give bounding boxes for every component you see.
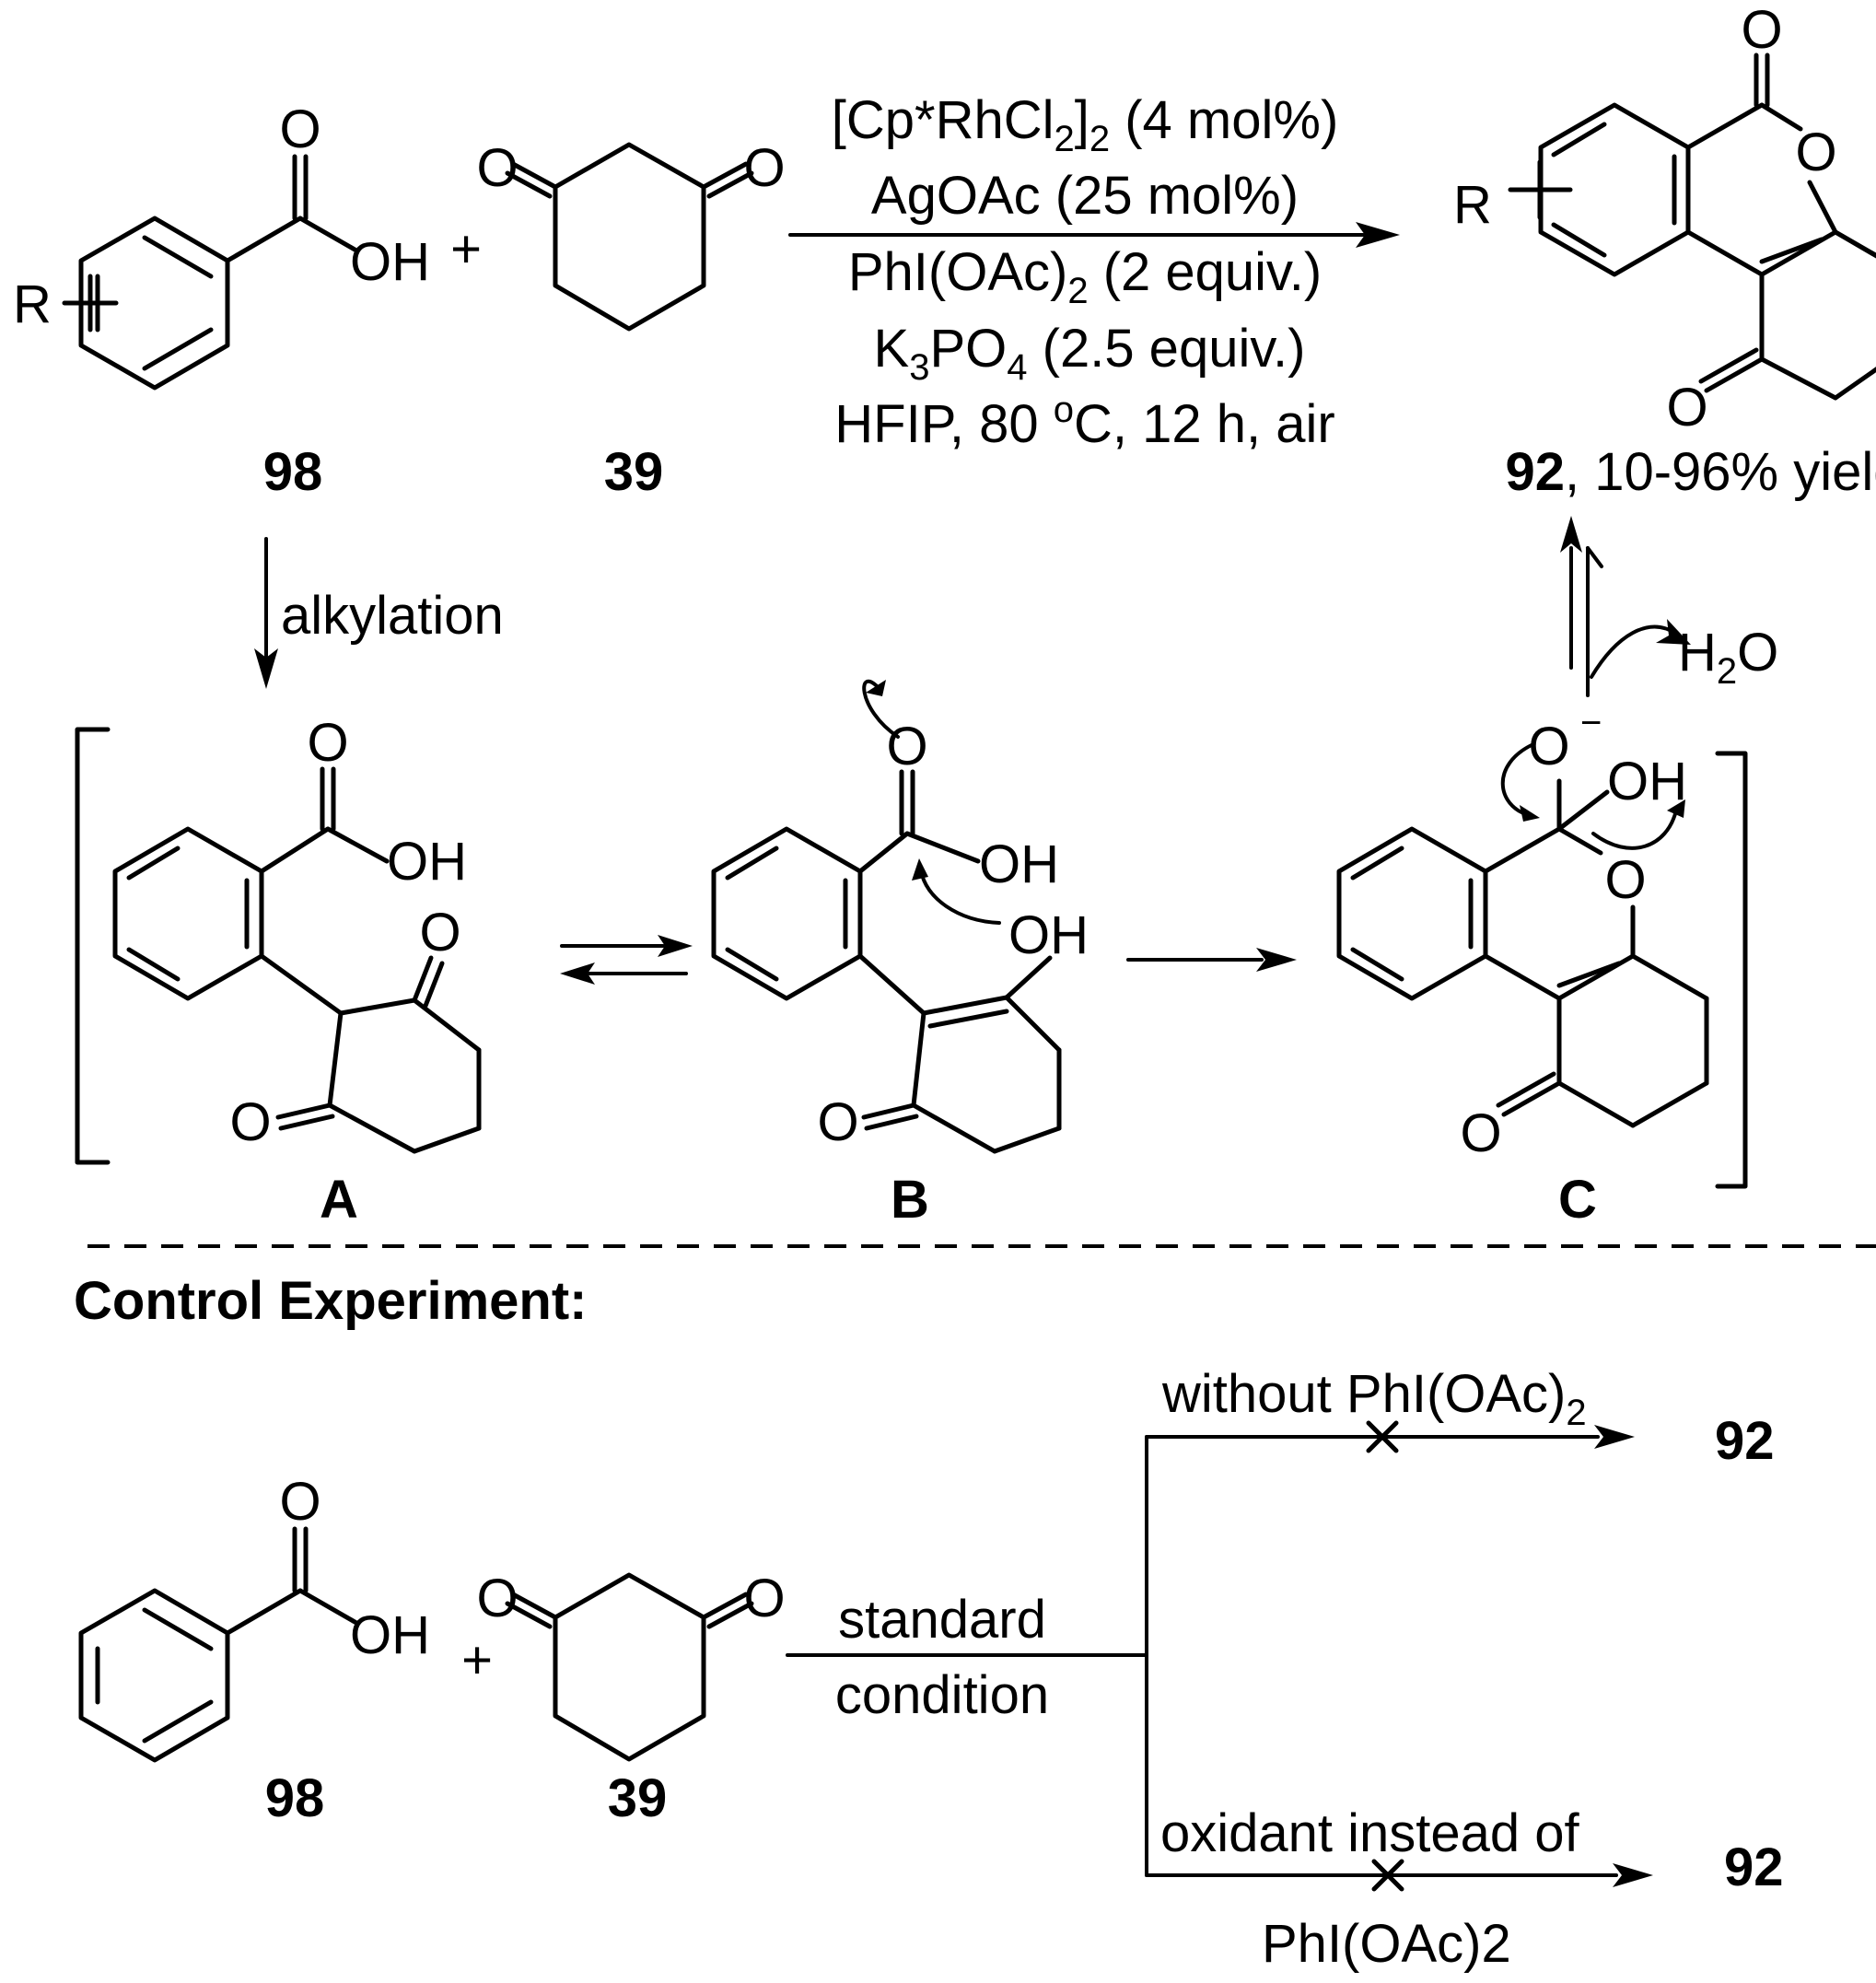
- r-group-label: R: [1453, 175, 1492, 235]
- reaction-conditions: [Cp*RhCl2]2 (4 mol%) AgOAc (25 mol%) PhI…: [832, 90, 1339, 454]
- blocked-x-mark-bottom: [1371, 1859, 1404, 1892]
- compound-98-label: 98: [263, 442, 323, 502]
- electron-push-arrow: [1500, 742, 1535, 817]
- branch-top-label: without PhI(OAc)2: [1161, 1364, 1587, 1433]
- compound-39-label: 39: [608, 1768, 668, 1828]
- carbonyl-o-label: O: [279, 1472, 320, 1532]
- hydroxyl-label: OH: [350, 232, 430, 292]
- standard-label: standard: [838, 1590, 1046, 1650]
- svg-text:HFIP, 80 oC, 12 h, air: HFIP, 80 oC, 12 h, air: [834, 390, 1334, 454]
- alkylation-arrow: [254, 537, 278, 689]
- right-bracket: [1715, 751, 1748, 1189]
- left-bracket: [75, 727, 111, 1165]
- intermediate-A-label: A: [320, 1170, 358, 1230]
- condition-label: condition: [835, 1665, 1049, 1725]
- negative-charge: −: [1580, 703, 1602, 743]
- compound-98-label: 98: [265, 1768, 325, 1828]
- electron-push-arrow: [862, 680, 900, 739]
- ring-o-label: O: [1604, 850, 1646, 910]
- lactone-carbonyl-o: O: [1741, 0, 1782, 60]
- ring-o-label: O: [1795, 122, 1836, 182]
- hydroxyl-label: OH: [350, 1605, 430, 1665]
- electron-push-arrow: [1591, 809, 1678, 850]
- structure-98-top: O OH R: [13, 99, 430, 391]
- structure-intermediate-B: O OH OH O: [711, 680, 1089, 1154]
- structure-92-top: O O O R: [1453, 0, 1876, 437]
- main-reaction-arrow: [788, 222, 1400, 248]
- compound-39-label: 39: [604, 442, 664, 502]
- carbonyl-o-label: O: [886, 717, 927, 776]
- ketone-o-label: O: [1460, 1103, 1501, 1163]
- plus-sign: +: [450, 219, 482, 279]
- intermediate-B-label: B: [891, 1170, 929, 1230]
- carbonyl-o-label: O: [307, 713, 348, 773]
- alkoxide-o-label: O: [1528, 717, 1569, 776]
- tautomerization-equilibrium-arrows: [560, 935, 693, 985]
- product-92-top-label: 92: [1715, 1411, 1775, 1471]
- branch-bottom-line1: oxidant instead of: [1160, 1803, 1580, 1863]
- product-92-bottom-label: 92: [1724, 1837, 1784, 1897]
- equilibrium-arrow-up: [1560, 516, 1603, 697]
- control-branch-arrows: [786, 1425, 1653, 1887]
- electron-push-arrow: [919, 869, 1001, 925]
- intermediate-C-label: C: [1558, 1170, 1597, 1230]
- water-release-curved-arrow: [1590, 624, 1678, 679]
- cyclization-arrow: [1126, 948, 1297, 972]
- structure-intermediate-C: O − OH O O: [1336, 703, 1709, 1163]
- ketone-o-label: O: [419, 903, 460, 962]
- branch-bottom-line2: PhI(OAc)2: [1262, 1914, 1511, 1974]
- hydroxyl-label: OH: [387, 832, 467, 892]
- ketone-o-label: O: [743, 1569, 785, 1628]
- hydroxyl-label: OH: [979, 834, 1059, 894]
- product-92-caption: 92, 10-96% yields: [1505, 442, 1876, 502]
- control-experiment-title: Control Experiment:: [74, 1271, 588, 1331]
- additive-label: AgOAc (25 mol%): [871, 166, 1299, 226]
- hydroxyl-label: OH: [1607, 752, 1687, 811]
- enol-oh-label: OH: [1008, 905, 1089, 965]
- svg-text:PhI(OAc)2 (2 equiv.): PhI(OAc)2 (2 equiv.): [848, 242, 1322, 311]
- ketone-o-label: O: [229, 1092, 271, 1152]
- svg-text:K3PO4 (2.5 equiv.): K3PO4 (2.5 equiv.): [874, 319, 1306, 388]
- carbonyl-o-label: O: [279, 99, 320, 159]
- svg-text:[Cp*RhCl2]2 (4 mol%): [Cp*RhCl2]2 (4 mol%): [832, 90, 1339, 159]
- structure-39-control: O O: [476, 1569, 786, 1762]
- structure-98-control: O OH: [78, 1472, 430, 1763]
- ketone-o-label: O: [743, 138, 785, 198]
- ketone-o-label: O: [1666, 378, 1707, 437]
- ketone-o-label: O: [476, 1569, 518, 1628]
- ketone-o-label: O: [817, 1092, 858, 1152]
- alkylation-label: alkylation: [281, 586, 504, 646]
- blocked-x-mark-top: [1366, 1420, 1399, 1453]
- water-label: H2O: [1678, 623, 1778, 692]
- structure-39-top: O O: [476, 138, 786, 332]
- r-group-label: R: [13, 274, 52, 334]
- plus-sign: +: [461, 1630, 493, 1690]
- ketone-o-label: O: [476, 138, 518, 198]
- structure-intermediate-A: O OH O O: [112, 713, 482, 1154]
